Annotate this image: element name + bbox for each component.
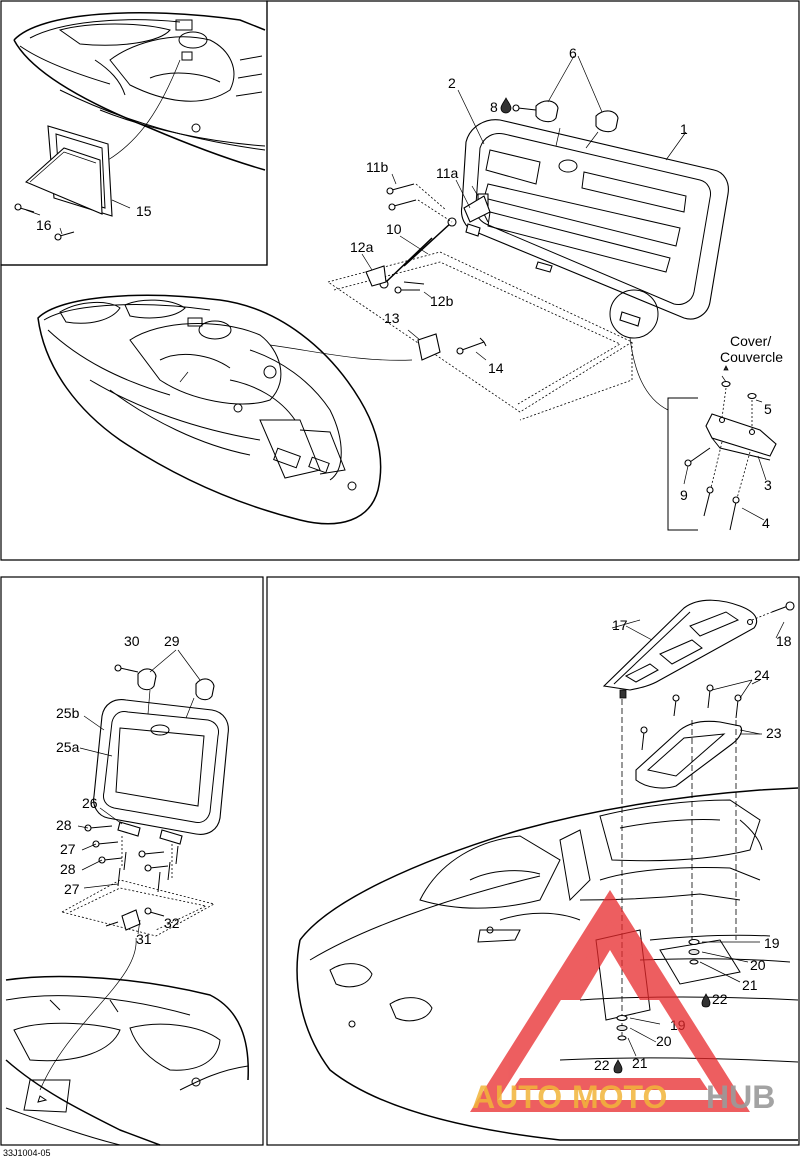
sealant-drop-22-lower <box>613 1059 623 1074</box>
watermark-triangle <box>470 890 750 1112</box>
callout-12a: 12a <box>350 239 374 255</box>
callout-4: 4 <box>762 515 770 531</box>
hinge-right <box>619 311 641 327</box>
cover-label-fr: Couvercle <box>720 349 783 365</box>
callout-30: 30 <box>124 633 140 649</box>
callout-20-upper: 20 <box>750 957 766 973</box>
callout-27-lower: 27 <box>64 881 80 897</box>
detail-leaders <box>683 399 767 521</box>
watermark-logo <box>470 890 750 1112</box>
callout-22-upper: 22 <box>712 991 728 1007</box>
callout-18: 18 <box>776 633 792 649</box>
callout-28-lower: 28 <box>60 861 76 877</box>
callout-31: 31 <box>136 931 152 947</box>
inset-boat-illustration <box>13 12 266 171</box>
bracket-12a <box>365 265 387 287</box>
callout-11a: 11a <box>436 165 459 181</box>
callout-24: 24 <box>754 667 770 683</box>
screws-11b <box>386 173 453 223</box>
latch-31 <box>105 909 141 935</box>
panel-bottom-right-engine-cover <box>266 576 800 1146</box>
watermark-text-auto: AUTO <box>472 1079 562 1115</box>
fasteners-27-28 <box>77 824 179 893</box>
callout-22-lower: 22 <box>594 1057 610 1073</box>
engine-cover-17 <box>602 599 758 691</box>
callout-28-upper: 28 <box>56 817 72 833</box>
watermark-text-hub: HUB <box>706 1079 775 1115</box>
callout-3: 3 <box>764 477 772 493</box>
screw-18 <box>751 601 795 621</box>
storage-opening-outline <box>327 251 633 413</box>
hatch-boat-illustration <box>5 937 249 1146</box>
screws-12b <box>394 281 433 299</box>
callout-9: 9 <box>680 487 688 503</box>
tray-23 <box>635 720 761 789</box>
callout-29: 29 <box>164 633 180 649</box>
bumpers-6 <box>512 55 619 149</box>
sealant-drop-22-upper <box>701 993 711 1008</box>
callout-26: 26 <box>82 795 98 811</box>
screws-24 <box>640 679 753 751</box>
panel-main-storage-cover <box>0 0 800 561</box>
callout-12b: 12b <box>430 293 454 309</box>
hatch-opening-outline <box>60 879 216 937</box>
sealant-drop-8 <box>500 97 512 114</box>
callout-25b: 25b <box>56 705 80 721</box>
callout-20-lower: 20 <box>656 1033 672 1049</box>
leader-15 <box>111 199 131 209</box>
callout-27-upper: 27 <box>60 841 76 857</box>
detail-magnifier-circle <box>609 289 659 339</box>
hatch-cover-25 <box>79 649 229 835</box>
hinge-detail-box <box>667 365 777 531</box>
storage-cover-1 <box>460 119 729 320</box>
latch-13 <box>407 329 441 361</box>
watermark-text-moto: MOTO <box>572 1079 667 1115</box>
callout-6: 6 <box>569 45 577 61</box>
vent-15 <box>24 125 113 217</box>
hinge-left <box>465 223 481 237</box>
callout-8: 8 <box>490 99 498 115</box>
callout-5: 5 <box>764 401 772 417</box>
callout-16: 16 <box>36 217 52 233</box>
callout-17: 17 <box>612 617 628 633</box>
callout-2: 2 <box>448 75 456 91</box>
callout-10: 10 <box>386 221 402 237</box>
panel-bottom-left-hatch <box>0 576 264 1146</box>
callout-1: 1 <box>680 121 688 137</box>
callout-21-upper: 21 <box>742 977 758 993</box>
callout-15: 15 <box>136 203 152 219</box>
screw-32 <box>144 907 165 917</box>
callout-11b: 11b <box>366 159 389 175</box>
figure-code: 33J1004-05 <box>3 1148 51 1158</box>
cover-label-en: Cover/ <box>730 333 771 349</box>
hinge-middle <box>535 261 553 273</box>
callout-23: 23 <box>766 725 782 741</box>
callout-19-upper: 19 <box>764 935 780 951</box>
callout-13: 13 <box>384 310 400 326</box>
callout-32: 32 <box>164 915 180 931</box>
bracket-11a <box>463 185 491 223</box>
callout-21-lower: 21 <box>632 1055 648 1071</box>
screw-14 <box>456 337 487 361</box>
main-boat-illustration <box>37 294 413 525</box>
callout-14: 14 <box>488 360 504 376</box>
washers-19-20-21 <box>616 938 760 1057</box>
callout-25a: 25a <box>56 739 80 755</box>
screws-16 <box>14 203 75 241</box>
hinge-26 <box>99 807 183 845</box>
